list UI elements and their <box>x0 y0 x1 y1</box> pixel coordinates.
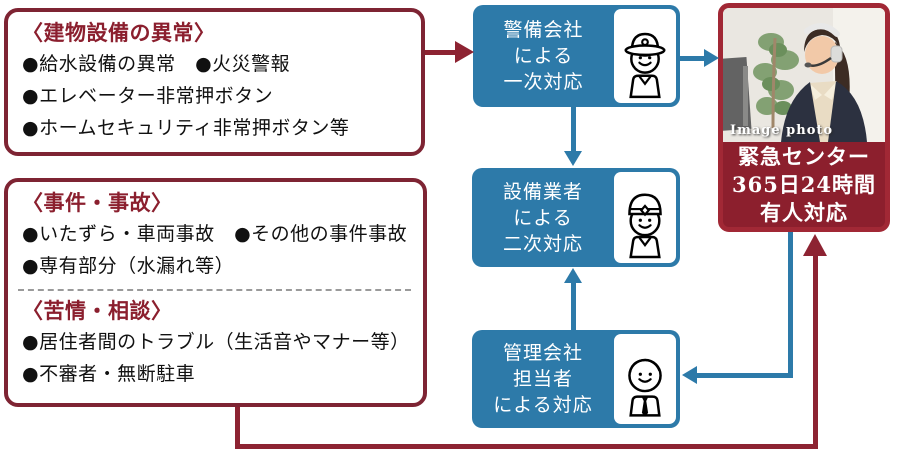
construction-worker-icon <box>614 172 676 263</box>
caption-line: 365日24時間 <box>731 171 877 197</box>
incident-complaint-box: 〈事件・事故〉 ●いたずら・車両事故 ●その他の事件事故 ●専有部分（水漏れ等）… <box>4 178 427 407</box>
emergency-center-caption: 緊急センター 365日24時間 有人対応 <box>723 142 885 227</box>
security-company-label: 警備会社 による 一次対応 <box>473 5 614 107</box>
line-center-down <box>788 232 793 378</box>
line-up-to-center <box>813 256 818 446</box>
image-photo-label: Image photo <box>730 123 834 138</box>
arrowhead-right-icon <box>704 49 719 67</box>
arrow-management-to-contractor <box>571 282 576 330</box>
flow-line: 二次対応 <box>502 232 583 255</box>
arrowhead-down-icon <box>564 151 582 166</box>
management-company-box: 管理会社 担当者 による対応 <box>472 330 680 428</box>
line-bottom-across <box>235 444 818 449</box>
complaint-item: ●不審者・無断駐車 <box>22 363 196 385</box>
arrow-security-to-center <box>680 56 705 61</box>
caption-line: 緊急センター <box>738 143 870 169</box>
dashed-divider <box>18 289 411 291</box>
building-trouble-item: ●ホームセキュリティ非常押ボタン等 <box>22 117 350 139</box>
incident-item: ●専有部分（水漏れ等） <box>22 255 235 277</box>
incident-item: ●いたずら・車両事故 ●その他の事件事故 <box>22 223 408 245</box>
call-operator-photo: Image photo <box>723 8 885 142</box>
security-guard-icon <box>614 9 676 103</box>
caption-line: 有人対応 <box>760 199 848 225</box>
line-center-left <box>697 373 793 378</box>
flow-line: 担当者 <box>512 368 573 390</box>
line-incident-down <box>235 407 240 449</box>
office-worker-icon <box>614 334 676 424</box>
contractor-label: 設備業者 による 二次対応 <box>472 168 614 267</box>
building-trouble-item: ●給水設備の異常 ●火災警報 <box>22 53 291 75</box>
building-trouble-title: 〈建物設備の異常〉 <box>22 20 216 45</box>
building-trouble-item: ●エレベーター非常押ボタン <box>22 85 274 107</box>
complaint-item: ●居住者間のトラブル（生活音やマナー等） <box>22 331 410 353</box>
flow-line: 設備業者 <box>502 180 583 203</box>
arrowhead-up-icon <box>564 268 582 283</box>
emergency-center-box: Image photo 緊急センター 365日24時間 有人対応 <box>718 3 890 232</box>
complaint-title: 〈苦情・相談〉 <box>22 298 173 323</box>
arrow-security-to-contractor <box>571 107 576 152</box>
flow-line: による <box>513 45 574 67</box>
flow-line: 一次対応 <box>503 71 584 93</box>
security-company-box: 警備会社 による 一次対応 <box>473 5 680 107</box>
building-trouble-box: 〈建物設備の異常〉 ●給水設備の異常 ●火災警報 ●エレベーター非常押ボタン ●… <box>4 8 425 156</box>
incident-title: 〈事件・事故〉 <box>22 190 173 215</box>
contractor-box: 設備業者 による 二次対応 <box>472 168 680 267</box>
arrowhead-right-icon <box>455 41 474 63</box>
arrowhead-up-icon <box>803 234 827 256</box>
arrowhead-left-icon <box>682 366 697 384</box>
flow-line: による <box>513 206 573 229</box>
flow-line: 管理会社 <box>502 342 583 364</box>
arrow-building-to-security <box>425 50 456 55</box>
management-company-label: 管理会社 担当者 による対応 <box>472 330 614 428</box>
flow-line: による対応 <box>493 394 593 416</box>
flow-line: 警備会社 <box>503 19 584 41</box>
